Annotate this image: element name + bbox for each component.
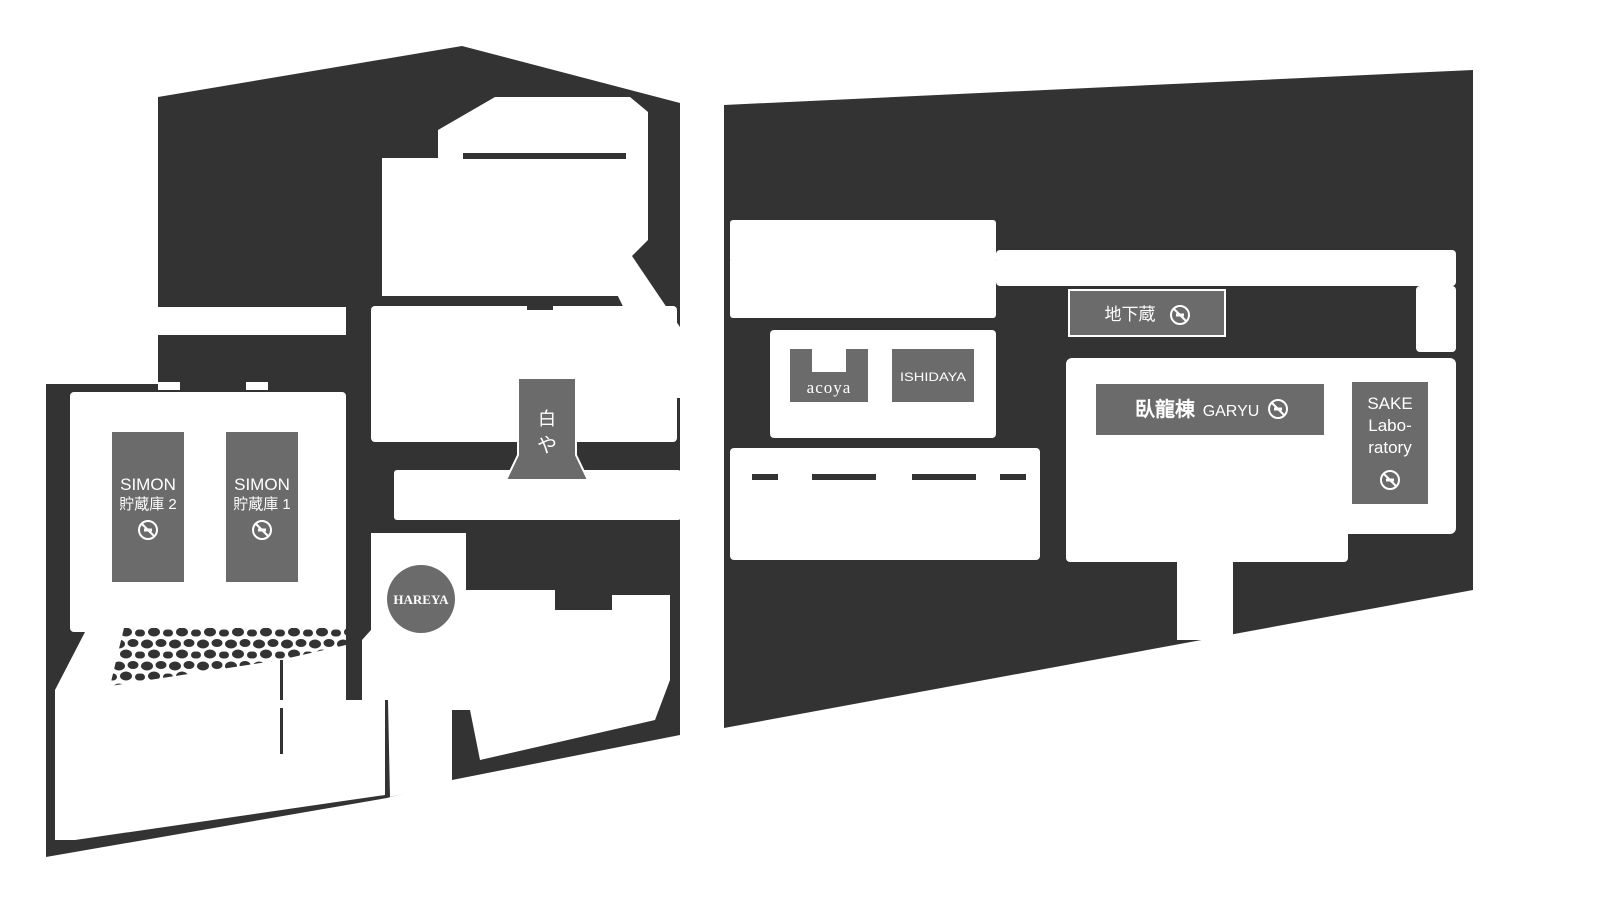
no-smoking-icon	[252, 520, 272, 540]
shop-shiroya-glyph-2: や	[537, 435, 557, 457]
lower-door-4	[1000, 474, 1026, 480]
mid-room	[371, 306, 677, 442]
shop-hareya-block	[387, 565, 455, 633]
lower-door-3	[912, 474, 976, 480]
shop-sake-laboratory[interactable]: SAKE Labo- ratory	[1352, 382, 1428, 504]
shop-simon-storage-1-subname: 貯蔵庫 1	[233, 496, 291, 513]
lower-door-2	[812, 474, 876, 480]
shop-garyu-name-jp: 臥龍棟	[1135, 397, 1196, 421]
door-gap-3	[527, 296, 553, 310]
shop-shiroya-glyph-1: 白	[538, 409, 556, 429]
shop-hareya[interactable]: HAREYA	[387, 565, 455, 633]
shop-simon-storage-1[interactable]: SIMON 貯蔵庫 1	[226, 432, 298, 582]
acoya-hall-bar	[730, 258, 996, 318]
top-hall	[382, 97, 648, 296]
shop-simon-storage-1-block	[226, 432, 298, 582]
shop-sake-laboratory-block	[1352, 382, 1428, 504]
no-smoking-icon	[1170, 305, 1190, 325]
shop-ishidaya-block	[892, 349, 974, 402]
left-hall	[70, 392, 346, 632]
shop-acoya-name: acoya	[807, 378, 852, 397]
garyu-lower-gap	[1177, 540, 1233, 640]
acoya-lower-room	[730, 448, 1040, 560]
no-smoking-icon	[138, 520, 158, 540]
shop-shiroya-block	[504, 377, 590, 481]
vertical-line-b	[280, 708, 283, 754]
shop-hareya-name: HAREYA	[393, 592, 449, 607]
shop-chikagura-name: 地下蔵	[1105, 305, 1156, 324]
no-smoking-icon	[1380, 470, 1400, 490]
no-smoking-icon	[1268, 399, 1288, 419]
lower-corridor	[394, 470, 681, 520]
stone-garden	[110, 628, 346, 686]
door-gap-1	[158, 382, 180, 390]
shop-simon-storage-1-name: SIMON	[234, 475, 290, 494]
shop-simon-storage-2-subname: 貯蔵庫 2	[119, 496, 177, 513]
shop-sake-laboratory-line-3: ratory	[1368, 438, 1412, 457]
shop-chikagura-block	[1068, 289, 1226, 337]
lower-door-1	[752, 474, 778, 480]
top-hall-divider	[463, 153, 626, 159]
garyu-top-corridor	[996, 250, 1456, 286]
shop-sake-laboratory-line-1: SAKE	[1367, 394, 1412, 413]
shop-simon-storage-2-block	[112, 432, 184, 582]
shop-acoya-block	[790, 349, 868, 402]
shop-chikagura[interactable]: 地下蔵	[1068, 289, 1226, 337]
door-gap-2	[246, 382, 268, 390]
center-street	[682, 100, 724, 760]
dividers	[158, 153, 1026, 754]
shop-shiroya[interactable]: 白 や	[504, 377, 590, 481]
acoya-hall-top	[730, 220, 996, 262]
shop-simon-storage-2-name: SIMON	[120, 475, 176, 494]
shop-sake-laboratory-line-2: Labo-	[1368, 416, 1411, 435]
shop-acoya[interactable]: acoya	[790, 349, 868, 402]
garyu-right-strip	[1416, 286, 1456, 352]
shop-garyu-name-en: GARYU	[1203, 403, 1260, 420]
shop-simon-storage-2[interactable]: SIMON 貯蔵庫 2	[112, 432, 184, 582]
shop-ishidaya-name: ISHIDAYA	[900, 370, 966, 384]
upper-left-corridor	[158, 307, 346, 335]
shop-ishidaya[interactable]: ISHIDAYA	[892, 349, 974, 402]
acoya-door-2	[880, 322, 942, 330]
bottom-left-hall	[55, 632, 385, 840]
vertical-line-a	[280, 660, 283, 700]
acoya-door-1	[792, 322, 832, 330]
shop-garyu[interactable]: 臥龍棟 GARYU	[1096, 384, 1324, 435]
